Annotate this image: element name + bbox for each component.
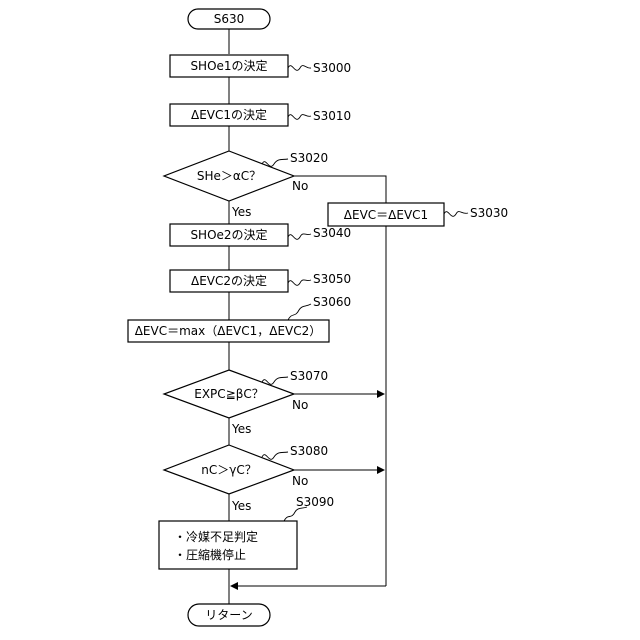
no-label-s3070: No	[292, 398, 308, 412]
leader-s3010	[288, 115, 311, 120]
step-text-s3090-line2: ・圧縮機停止	[174, 547, 246, 562]
step-text-s3020: SHe＞αC？	[197, 169, 261, 183]
step-id-s3020: S3020	[290, 151, 328, 165]
leader-s3080	[262, 452, 288, 459]
step-text-s3090-line1: ・冷媒不足判定	[174, 529, 258, 544]
step-id-s3000: S3000	[313, 61, 351, 75]
step-id-s3080: S3080	[290, 444, 328, 458]
no-label-s3020: No	[292, 179, 308, 193]
leader-s3090	[284, 507, 307, 521]
step-text-s3070: EXPC≧βC？	[194, 387, 264, 401]
leader-s3000	[288, 66, 311, 71]
step-text-s3080: nC＞γC？	[201, 463, 256, 477]
leader-s3050	[288, 280, 311, 285]
leader-s3060	[288, 304, 311, 320]
step-id-s3090: S3090	[296, 495, 334, 509]
step-id-s3030: S3030	[470, 206, 508, 220]
step-id-s3040: S3040	[313, 226, 351, 240]
step-text-s3010: ΔEVC1の決定	[191, 107, 267, 122]
step-text-s3000: SHOe1の決定	[190, 58, 267, 73]
step-text-s3050: ΔEVC2の決定	[191, 273, 267, 288]
end-label: リターン	[205, 608, 252, 622]
start-label: S630	[214, 12, 245, 26]
no-label-s3080: No	[292, 474, 308, 488]
yes-label-s3080: Yes	[231, 499, 251, 513]
step-id-s3050: S3050	[313, 272, 351, 286]
step-id-s3010: S3010	[313, 109, 351, 123]
step-text-s3060: ΔEVC＝max（ΔEVC1，ΔEVC2）	[135, 324, 322, 338]
step-text-s3040: SHOe2の決定	[190, 227, 267, 242]
step-id-s3060: S3060	[313, 295, 351, 309]
step-id-s3070: S3070	[290, 369, 328, 383]
yes-label-s3070: Yes	[231, 422, 251, 436]
step-text-s3030: ΔEVC＝ΔEVC1	[344, 208, 428, 222]
yes-label-s3020: Yes	[231, 205, 251, 219]
leader-s3030	[444, 212, 468, 217]
leader-s3040	[288, 234, 311, 239]
